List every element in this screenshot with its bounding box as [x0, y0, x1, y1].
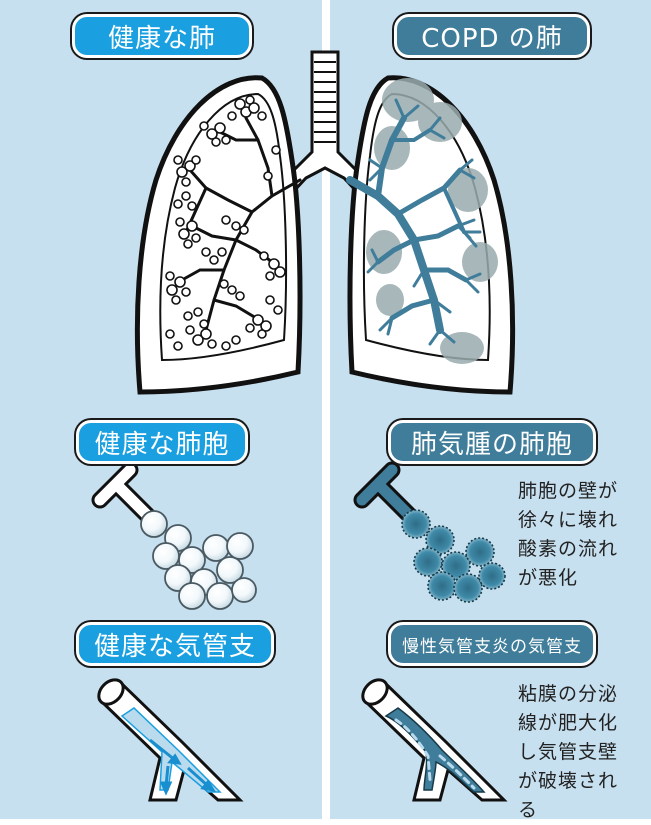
description-line: が破壊され — [518, 767, 618, 796]
healthy-lung-illustration — [137, 78, 300, 392]
healthy-alveoli-illustration — [100, 470, 256, 609]
description-line: し気管支壁 — [518, 738, 618, 767]
bronchi-description: 粘膜の分泌 線が肥大化 し気管支壁 が破壊され る — [518, 680, 618, 825]
description-line: る — [518, 796, 618, 825]
healthy-bronchi-illustration — [94, 675, 240, 800]
healthy-lung-label: 健康な肺 — [72, 14, 252, 58]
bronchitis-bronchi-illustration — [358, 675, 504, 800]
copd-lung-label: COPD の肺 — [394, 14, 590, 58]
emphysema-alveoli-illustration — [362, 470, 505, 602]
alveoli-description: 肺胞の壁が 徐々に壊れ 酸素の流れ が悪化 — [518, 477, 618, 593]
description-line: 粘膜の分泌 — [518, 680, 618, 709]
description-line: 徐々に壊れ — [518, 506, 618, 535]
description-line: 線が肥大化 — [518, 709, 618, 738]
description-line: 肺胞の壁が — [518, 477, 618, 506]
copd-lung-illustration — [350, 78, 513, 392]
description-line: が悪化 — [518, 564, 618, 593]
healthy-bronchi-label: 健康な気管支 — [76, 622, 274, 666]
healthy-alveoli-label: 健康な肺胞 — [76, 420, 248, 464]
description-line: 酸素の流れ — [518, 535, 618, 564]
emphysema-alveoli-label: 肺気腫の肺胞 — [388, 420, 596, 464]
bronchitis-bronchi-label: 慢性気管支炎の気管支 — [388, 622, 596, 666]
